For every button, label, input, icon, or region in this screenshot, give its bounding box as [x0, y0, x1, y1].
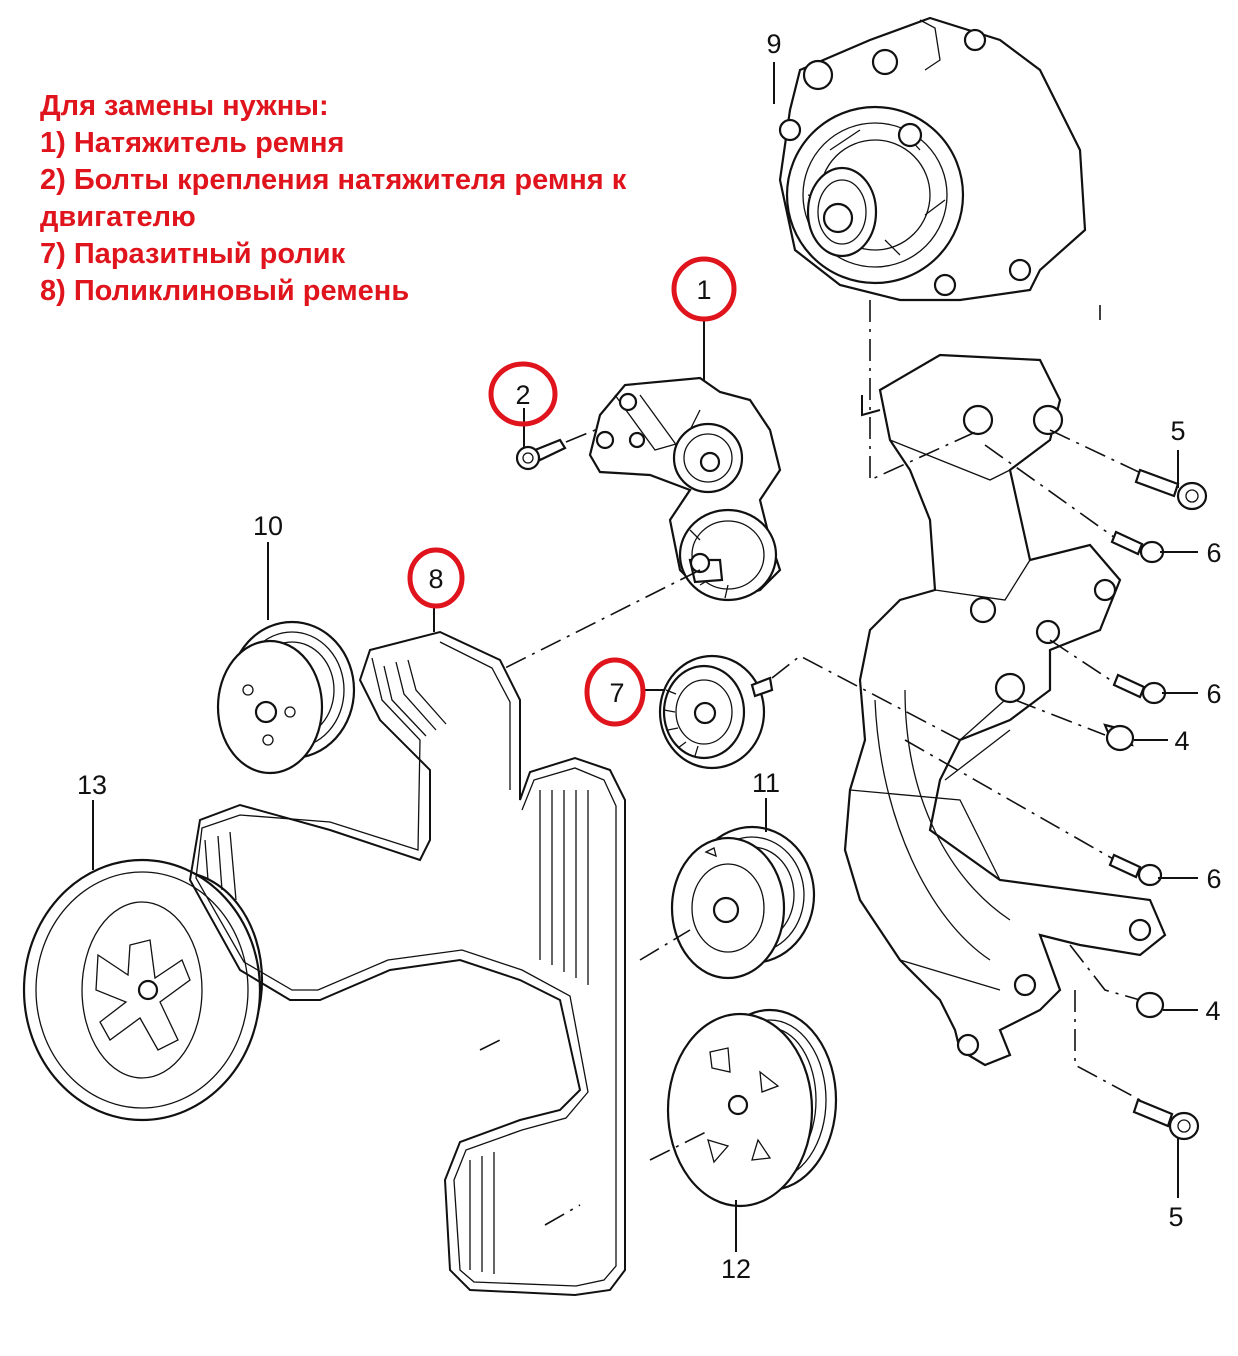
highlight-ring-1 — [671, 256, 737, 322]
callout-5-upper: 5 — [1170, 416, 1185, 446]
fasteners — [1103, 468, 1208, 1141]
pulley-11 — [670, 825, 816, 980]
callout-6-upper: 6 — [1206, 538, 1221, 568]
mounting-bracket — [843, 353, 1167, 1067]
alternator — [778, 16, 1087, 302]
pulley-12 — [666, 1008, 838, 1208]
callout-6-lower: 6 — [1206, 864, 1221, 894]
notes-heading: Для замены нужны: — [40, 90, 329, 122]
bolt-5-lower — [1132, 1098, 1200, 1141]
note-item-1: 1) Натяжитель ремня — [40, 127, 345, 159]
bolt-6-lower — [1108, 853, 1163, 887]
callout-1: 1 — [696, 275, 711, 305]
crankshaft-pulley-13 — [22, 858, 264, 1122]
highlight-rings — [407, 256, 737, 727]
belt-tensioner — [588, 376, 782, 602]
callout-leaders — [92, 62, 1198, 1252]
bolt-6-middle — [1112, 673, 1167, 705]
callout-8: 8 — [428, 564, 443, 594]
highlight-ring-2 — [488, 361, 558, 427]
callout-7: 7 — [609, 678, 624, 708]
tensioner-bolt — [515, 427, 601, 471]
bushing-4-upper — [1103, 723, 1135, 752]
callout-13: 13 — [77, 770, 107, 800]
highlight-ring-7 — [584, 657, 646, 727]
callout-6-middle: 6 — [1206, 679, 1221, 709]
callout-10: 10 — [253, 511, 283, 541]
note-item-3: 7) Паразитный ролик — [40, 238, 346, 270]
replacement-notes: Для замены нужны: 1) Натяжитель ремня 2)… — [40, 88, 720, 310]
note-item-2: 2) Болты крепления натяжителя ремня к дв… — [40, 164, 627, 233]
callout-2: 2 — [515, 380, 530, 410]
callout-numbers: 1 2 7 8 9 10 13 11 12 5 6 6 4 6 4 5 — [77, 29, 1222, 1284]
idler-pulley — [658, 654, 961, 770]
assembly-lines — [479, 300, 1146, 1226]
callout-11: 11 — [752, 768, 780, 798]
highlight-ring-8 — [407, 547, 465, 609]
callout-9: 9 — [766, 29, 781, 59]
poly-v-belt — [188, 630, 626, 1297]
callout-4-lower: 4 — [1205, 996, 1220, 1026]
callout-12: 12 — [721, 1254, 751, 1284]
bolt-5-upper — [1134, 468, 1208, 511]
callout-5-lower: 5 — [1168, 1202, 1183, 1232]
callout-4-upper: 4 — [1174, 726, 1189, 756]
note-item-4: 8) Поликлиновый ремень — [40, 275, 410, 307]
bushing-4-lower — [1135, 991, 1165, 1019]
pulley-10 — [216, 620, 356, 775]
bolt-6-upper — [1110, 530, 1165, 564]
